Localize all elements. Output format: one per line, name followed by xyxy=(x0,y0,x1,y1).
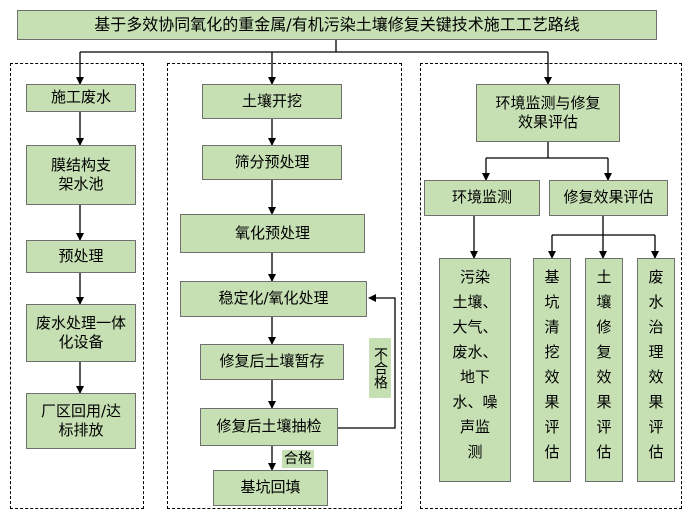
env-monitoring-evaluation: 环境监测与修复效果评估 xyxy=(476,84,620,142)
evaluation-char: 挖 xyxy=(544,343,560,361)
evaluation-char: 评 xyxy=(596,418,612,436)
evaluation-char: 评 xyxy=(544,418,560,436)
step-screening-pretreatment: 筛分预处理 xyxy=(202,145,342,180)
evaluation-char: 水 xyxy=(648,293,664,311)
evaluation-char: 修 xyxy=(596,318,612,336)
evaluation-char: 评 xyxy=(648,418,664,436)
step-pit-backfill: 基坑回填 xyxy=(213,470,328,506)
monitoring-detail-line: 水、噪 xyxy=(452,393,498,411)
step-soil-excavation: 土壤开挖 xyxy=(202,84,342,119)
soil-remediation-evaluation: 土 壤 修 复 效 果 评 估 xyxy=(585,258,623,482)
monitoring-detail-line: 土壤、 xyxy=(452,293,498,311)
step-soil-storage: 修复后土壤暂存 xyxy=(200,344,344,380)
evaluation-char: 基 xyxy=(544,268,560,286)
evaluation-char: 治 xyxy=(648,318,664,336)
monitoring-detail-line: 地下 xyxy=(459,368,490,386)
pass-label: 合格 xyxy=(282,450,314,468)
step-pretreatment: 预处理 xyxy=(26,240,136,273)
step-soil-sampling: 修复后土壤抽检 xyxy=(200,408,338,446)
monitoring-detail: 污染 土壤、 大气、 废水、 地下 水、噪 声监 测 xyxy=(439,258,511,482)
evaluation-char: 估 xyxy=(596,443,612,461)
middle-panel xyxy=(167,63,402,509)
step-reuse-discharge: 厂区回用/达标排放 xyxy=(26,393,136,449)
evaluation-char: 果 xyxy=(648,393,664,411)
evaluation-char: 估 xyxy=(648,443,664,461)
step-wastewater-equipment: 废水处理一体化设备 xyxy=(26,304,136,362)
evaluation-char: 理 xyxy=(648,343,664,361)
monitoring-detail-line: 污染 xyxy=(459,268,490,286)
step-construction-wastewater: 施工废水 xyxy=(26,84,136,112)
evaluation-char: 效 xyxy=(596,368,612,386)
branch-env-monitoring: 环境监测 xyxy=(424,180,540,216)
pit-excavation-evaluation: 基 坑 清 挖 效 果 评 估 xyxy=(533,258,571,482)
evaluation-char: 果 xyxy=(596,393,612,411)
monitoring-detail-line: 废水、 xyxy=(452,343,498,361)
monitoring-detail-line: 测 xyxy=(467,443,483,461)
step-stabilization-oxidation: 稳定化/氧化处理 xyxy=(180,281,367,317)
evaluation-char: 果 xyxy=(544,393,560,411)
wastewater-treatment-evaluation: 废 水 治 理 效 果 评 估 xyxy=(637,258,675,482)
evaluation-char: 壤 xyxy=(596,293,612,311)
fail-label: 不合格 xyxy=(369,338,391,398)
evaluation-char: 坑 xyxy=(544,293,560,311)
evaluation-char: 估 xyxy=(544,443,560,461)
right-panel xyxy=(420,63,682,509)
evaluation-char: 清 xyxy=(544,318,560,336)
step-membrane-tank: 膜结构支架水池 xyxy=(26,145,136,205)
monitoring-detail-line: 大气、 xyxy=(452,318,498,336)
evaluation-char: 土 xyxy=(596,268,612,286)
evaluation-char: 废 xyxy=(648,268,664,286)
evaluation-char: 效 xyxy=(544,368,560,386)
evaluation-char: 效 xyxy=(648,368,664,386)
diagram-title: 基于多效协同氧化的重金属/有机污染土壤修复关键技术施工工艺路线 xyxy=(17,10,657,40)
step-oxidation-pretreatment: 氧化预处理 xyxy=(180,214,365,253)
branch-remediation-evaluation: 修复效果评估 xyxy=(549,180,668,216)
monitoring-detail-line: 声监 xyxy=(459,418,490,436)
left-panel xyxy=(10,63,144,509)
evaluation-char: 复 xyxy=(596,343,612,361)
